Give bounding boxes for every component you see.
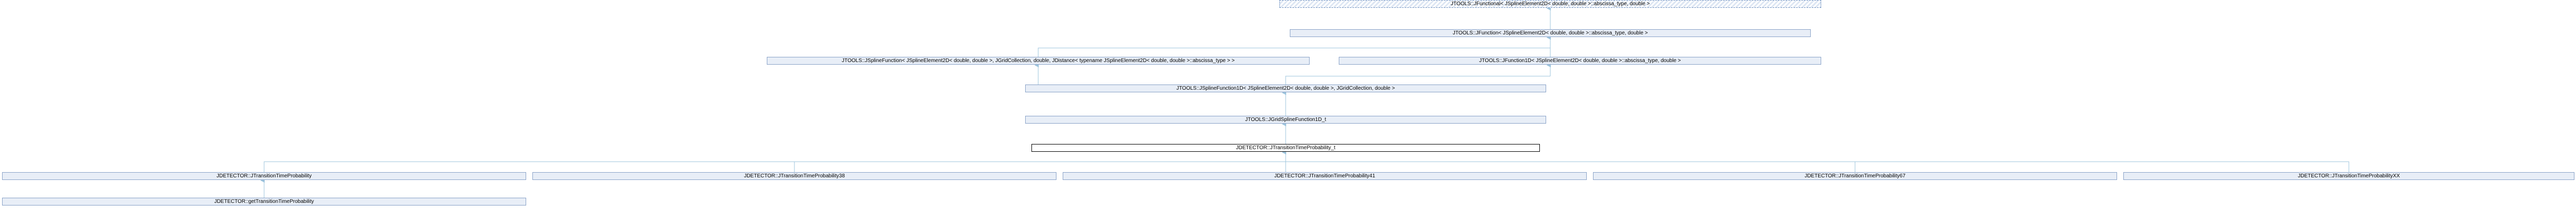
node-jfunctional[interactable]: JTOOLS::JFunctional< JSplineElement2D< d… <box>1279 0 1821 8</box>
edge-jttpxx-to-jttpt <box>1855 161 2349 172</box>
node-gettransitiontimeprobability[interactable]: JDETECTOR::getTransitionTimeProbability <box>2 198 526 206</box>
node-jtransitiontimeprobability38[interactable]: JDETECTOR::JTransitionTimeProbability38 <box>532 172 1056 180</box>
node-label: JDETECTOR::JTransitionTimeProbability38 <box>744 173 845 179</box>
node-jfunction1d[interactable]: JTOOLS::JFunction1D< JSplineElement2D< d… <box>1339 57 1821 65</box>
edge-jttp67-to-jttpt <box>1286 161 1856 172</box>
node-label: JTOOLS::JFunction< JSplineElement2D< dou… <box>1452 30 1648 37</box>
node-label: JTOOLS::JFunction1D< JSplineElement2D< d… <box>1479 57 1681 64</box>
node-label: JDETECTOR::getTransitionTimeProbability <box>214 198 314 205</box>
edge-jsplinefunction1d-to-jfunction1d <box>1285 76 1550 85</box>
edge-jsplinefunction-to-jfunction <box>1038 47 1550 57</box>
node-jgridsplinefunction1d-t[interactable]: JTOOLS::JGridSplineFunction1D_t <box>1025 116 1546 124</box>
node-label: JDETECTOR::JTransitionTimeProbability_t <box>1236 144 1336 151</box>
node-label: JDETECTOR::JTransitionTimeProbability67 <box>1805 173 1906 179</box>
node-jsplinefunction[interactable]: JTOOLS::JSplineFunction< JSplineElement2… <box>767 57 1310 65</box>
node-jsplinefunction1d[interactable]: JTOOLS::JSplineFunction1D< JSplineElemen… <box>1025 85 1546 92</box>
node-jtransitiontimeprobability41[interactable]: JDETECTOR::JTransitionTimeProbability41 <box>1063 172 1587 180</box>
edge-jttp-to-jttpt <box>264 161 1286 172</box>
node-label: JDETECTOR::JTransitionTimeProbability <box>216 173 312 179</box>
node-label: JTOOLS::JGridSplineFunction1D_t <box>1245 116 1326 123</box>
node-jtransitiontimeprobabilityxx[interactable]: JDETECTOR::JTransitionTimeProbabilityXX <box>2123 172 2574 180</box>
node-label: JTOOLS::JSplineFunction< JSplineElement2… <box>841 57 1235 64</box>
node-label: JDETECTOR::JTransitionTimeProbability41 <box>1274 173 1375 179</box>
node-jtransitiontimeprobability-t[interactable]: JDETECTOR::JTransitionTimeProbability_t <box>1031 144 1540 152</box>
node-jtransitiontimeprobability67[interactable]: JDETECTOR::JTransitionTimeProbability67 <box>1593 172 2117 180</box>
node-jfunction[interactable]: JTOOLS::JFunction< JSplineElement2D< dou… <box>1290 29 1811 37</box>
node-label: JDETECTOR::JTransitionTimeProbabilityXX <box>2298 173 2400 179</box>
node-label: JTOOLS::JSplineFunction1D< JSplineElemen… <box>1176 85 1395 92</box>
node-label: JTOOLS::JFunctional< JSplineElement2D< d… <box>1450 1 1650 7</box>
node-jtransitiontimeprobability[interactable]: JDETECTOR::JTransitionTimeProbability <box>2 172 526 180</box>
